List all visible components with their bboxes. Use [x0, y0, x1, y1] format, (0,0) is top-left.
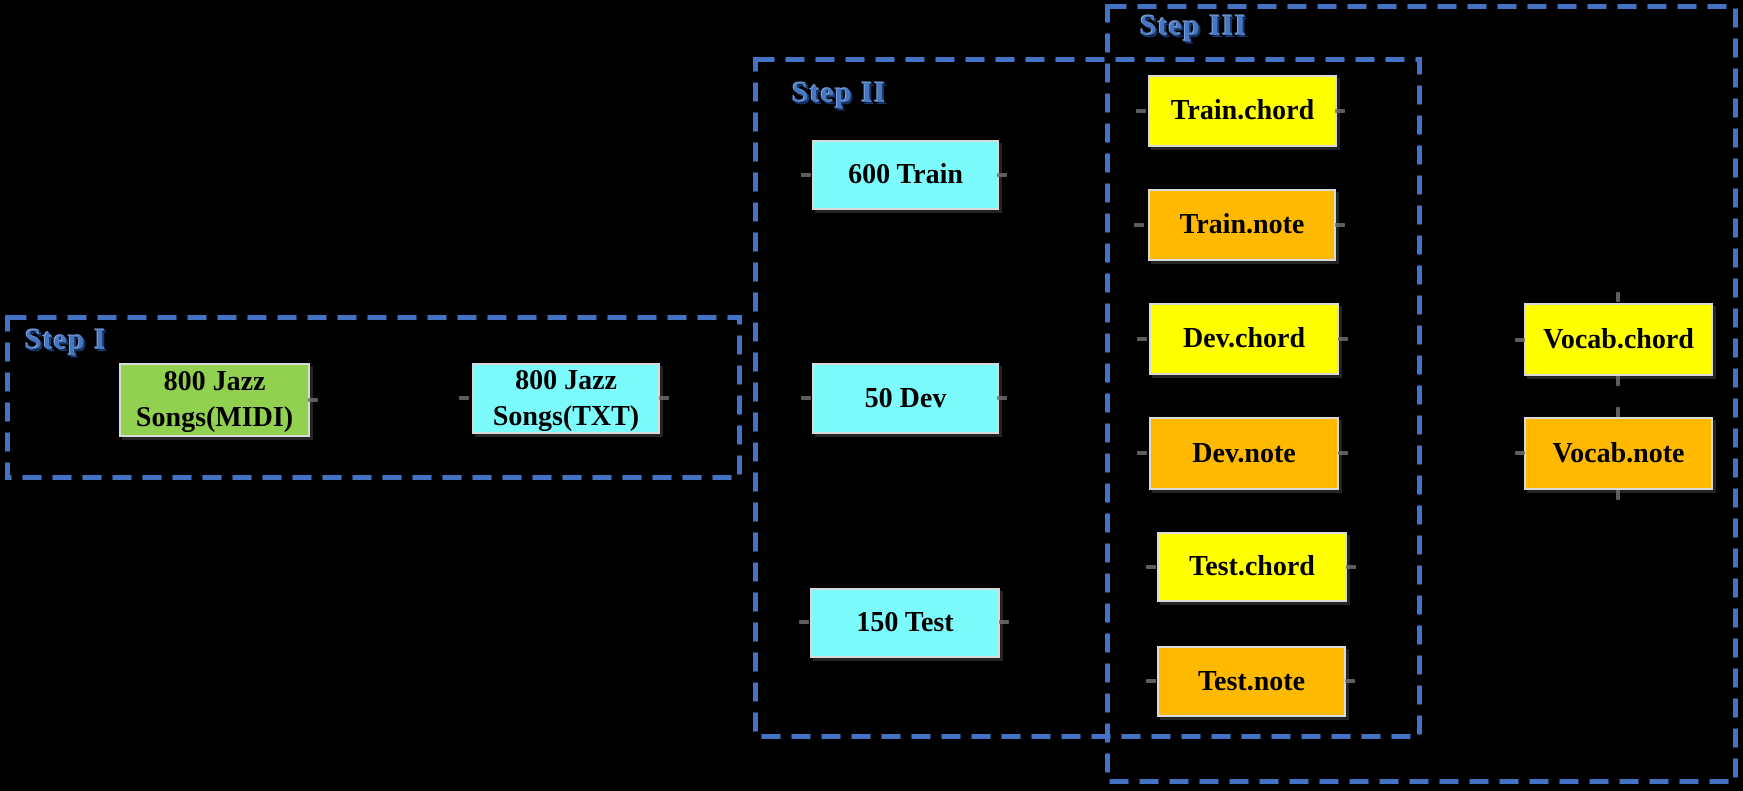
node-label: Train.chord [1170, 95, 1315, 126]
arrow-remnant [1616, 292, 1620, 302]
arrow-remnant [1515, 338, 1525, 342]
step-2-label: Step II [792, 76, 887, 109]
node-label: 600 Train [848, 159, 963, 190]
arrow-remnant [1616, 407, 1620, 417]
node-dev-chord: Dev.chord [1149, 303, 1339, 375]
node-label: Test.chord [1189, 551, 1315, 582]
node-label-line1: 800 Jazz [515, 364, 617, 396]
node-train-chord: Train.chord [1148, 75, 1337, 147]
arrow-remnant [1136, 109, 1146, 113]
node-50-dev: 50 Dev [812, 363, 999, 434]
arrow-remnant [1335, 223, 1345, 227]
arrow-remnant [1335, 109, 1345, 113]
arrow-remnant [1137, 451, 1147, 455]
node-test-chord: Test.chord [1157, 532, 1347, 602]
node-vocab-note: Vocab.note [1524, 417, 1713, 490]
arrow-remnant [1338, 337, 1348, 341]
node-label: Train.note [1179, 209, 1305, 240]
node-label: 150 Test [856, 607, 954, 638]
node-label-line1: 800 Jazz [163, 366, 266, 397]
arrow-remnant [1134, 223, 1144, 227]
arrow-remnant [1616, 376, 1620, 386]
node-label: Test.note [1197, 665, 1306, 697]
node-test-note: Test.note [1157, 646, 1346, 717]
node-label: Dev.chord [1182, 323, 1306, 354]
arrow-remnant [308, 398, 318, 402]
arrow-remnant [801, 173, 811, 177]
arrow-remnant [801, 396, 811, 400]
node-vocab-chord: Vocab.chord [1524, 303, 1713, 376]
arrow-remnant [1346, 565, 1356, 569]
node-label: 50 Dev [864, 382, 947, 414]
arrow-remnant [1616, 490, 1620, 500]
arrow-remnant [459, 396, 469, 400]
node-800-jazz-songs-midi: 800 Jazz Songs(MIDI) [119, 363, 310, 437]
node-dev-note: Dev.note [1149, 417, 1339, 490]
node-label-line2: Songs(MIDI) [135, 402, 294, 433]
arrow-remnant [1345, 679, 1355, 683]
step-1-label: Step I [25, 323, 107, 356]
node-train-note: Train.note [1148, 189, 1336, 261]
node-150-test: 150 Test [810, 588, 1000, 658]
step-2-group-border [753, 57, 1422, 739]
node-800-jazz-songs-txt: 800 Jazz Songs(TXT) [472, 363, 660, 434]
step-3-group-border [1105, 4, 1738, 784]
arrow-remnant [1146, 565, 1156, 569]
arrow-remnant [1515, 451, 1525, 455]
arrow-remnant [997, 173, 1007, 177]
node-600-train: 600 Train [812, 140, 999, 210]
arrow-remnant [1137, 337, 1147, 341]
node-label: Dev.note [1192, 437, 1296, 469]
arrow-remnant [999, 620, 1009, 624]
node-label: Vocab.chord [1543, 323, 1694, 355]
arrow-remnant [1146, 679, 1156, 683]
arrow-remnant [1338, 451, 1348, 455]
step-3-label: Step III [1140, 9, 1248, 42]
arrow-remnant [799, 620, 809, 624]
arrow-remnant [659, 396, 669, 400]
node-label-line2: Songs(TXT) [492, 400, 640, 432]
arrow-remnant [997, 396, 1007, 400]
node-label: Vocab.note [1552, 437, 1685, 469]
step-1-group-border [5, 315, 742, 480]
